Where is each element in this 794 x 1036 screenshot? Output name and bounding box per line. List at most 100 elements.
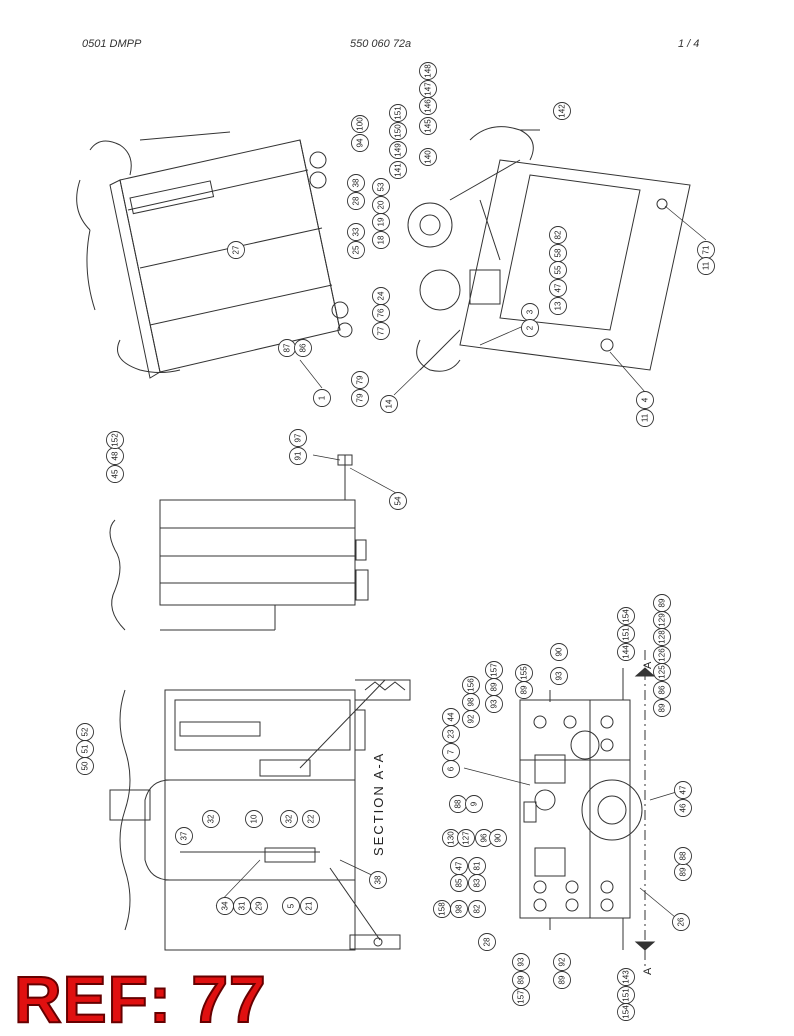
cut-marker-bottom: A <box>642 967 654 975</box>
balloon-port-27-label: 127 <box>462 831 471 845</box>
balloon-port-49-circle <box>617 986 635 1004</box>
balloon-iso-10-circle <box>351 371 369 389</box>
balloon-iso-1-label: 100 <box>356 117 365 131</box>
balloon-port-50-circle <box>617 968 635 986</box>
balloon-port-42-label: 28 <box>483 937 492 946</box>
balloon-port-39-label: 89 <box>679 867 688 876</box>
balloon-port-6-circle <box>462 676 480 694</box>
balloon-port-9-circle <box>485 661 503 679</box>
balloon-port-40-circle <box>674 847 692 865</box>
balloon-port-9-label: 157 <box>490 663 499 677</box>
balloon-port-48-label: 154 <box>622 1005 631 1019</box>
balloon-port-36-label: 158 <box>438 902 447 916</box>
balloon-port-19-label: 125 <box>658 665 667 679</box>
balloon-port-18-circle <box>653 681 671 699</box>
balloon-iso-26-circle <box>372 322 390 340</box>
balloon-port-35-label: 83 <box>473 878 482 887</box>
balloon-iso-23-circle <box>372 213 390 231</box>
balloon-port-34-label: 81 <box>473 861 482 870</box>
balloon-port-3-label: 44 <box>447 712 456 721</box>
balloon-iso-17-label: 149 <box>394 143 403 157</box>
balloon-port-13-label: 90 <box>555 647 564 656</box>
balloon-iso-35-label: 3 <box>526 309 535 314</box>
balloon-iso-7-label: 87 <box>283 343 292 352</box>
balloon-port-30-circle <box>674 799 692 817</box>
balloon-side-2-label: 152 <box>111 433 120 447</box>
balloon-side-0-circle <box>106 465 124 483</box>
balloon-iso-30-circle <box>549 226 567 244</box>
balloon-port-27-circle <box>457 829 475 847</box>
balloon-iso-21-label: 53 <box>377 182 386 191</box>
balloon-port-25-label: 9 <box>470 801 479 806</box>
balloon-iso-16-label: 141 <box>394 163 403 177</box>
balloon-section-4-label: 32 <box>207 814 216 823</box>
balloon-section-13-circle <box>369 871 387 889</box>
balloon-section-6-label: 32 <box>285 814 294 823</box>
balloon-port-28-label: 96 <box>480 833 489 842</box>
balloon-port-41-circle <box>672 913 690 931</box>
balloon-iso-17-circle <box>389 141 407 159</box>
balloon-section-9-label: 31 <box>238 901 247 910</box>
balloon-iso-39-circle <box>636 391 654 409</box>
balloon-iso-31-label: 58 <box>554 248 563 257</box>
section-label: SECTION A-A <box>371 752 386 856</box>
balloon-port-8-label: 89 <box>490 682 499 691</box>
balloon-iso-29-circle <box>553 102 571 120</box>
balloon-iso-14-circle <box>419 80 437 98</box>
balloon-port-23-circle <box>653 594 671 612</box>
balloon-side-0-label: 45 <box>111 469 120 478</box>
balloon-section-0-label: 50 <box>81 761 90 770</box>
port-face-view <box>519 650 656 968</box>
balloon-iso-19-circle <box>389 104 407 122</box>
balloon-iso-9-label: 79 <box>356 393 365 402</box>
balloon-side-4-circle <box>289 429 307 447</box>
balloon-port-31-circle <box>674 781 692 799</box>
balloon-side-1-label: 48 <box>111 451 120 460</box>
balloon-iso-28-label: 14 <box>385 399 394 408</box>
balloon-iso-9-circle <box>351 389 369 407</box>
balloon-iso-19-label: 151 <box>394 106 403 120</box>
balloon-port-41-label: 26 <box>677 917 686 926</box>
balloon-port-2-label: 23 <box>447 729 456 738</box>
balloon-port-37-circle <box>450 900 468 918</box>
balloon-iso-8-label: 86 <box>299 343 308 352</box>
balloon-section-12-circle <box>300 897 318 915</box>
balloon-iso-20-label: 140 <box>424 150 433 164</box>
balloon-iso-39-label: 4 <box>641 397 650 402</box>
balloon-iso-40-circle <box>636 409 654 427</box>
balloon-port-50-label: 143 <box>622 970 631 984</box>
balloon-port-37-label: 98 <box>455 904 464 913</box>
balloon-iso-34-circle <box>549 297 567 315</box>
section-view <box>109 679 411 951</box>
balloon-section-1-label: 51 <box>81 744 90 753</box>
balloon-port-11-label: 155 <box>520 666 529 680</box>
balloon-port-16-label: 154 <box>622 609 631 623</box>
balloon-iso-36-label: 2 <box>526 325 535 330</box>
balloon-iso-3-label: 38 <box>352 178 361 187</box>
balloon-section-8-label: 34 <box>221 901 230 910</box>
balloon-iso-20-circle <box>419 148 437 166</box>
balloon-port-47-label: 92 <box>558 957 567 966</box>
balloon-section-7-circle <box>302 810 320 828</box>
balloon-iso-29-label: 142 <box>558 104 567 118</box>
balloon-section-11-label: 5 <box>287 903 296 908</box>
balloon-iso-28-circle <box>380 395 398 413</box>
balloon-iso-23-label: 19 <box>377 217 386 226</box>
balloon-port-46-circle <box>553 971 571 989</box>
isometric-view-right <box>407 126 691 372</box>
balloon-port-14-label: 144 <box>622 645 631 659</box>
balloon-port-38-circle <box>468 900 486 918</box>
balloon-iso-33-circle <box>549 279 567 297</box>
balloon-iso-18-circle <box>389 122 407 140</box>
balloon-port-44-label: 89 <box>517 975 526 984</box>
balloon-port-24-label: 88 <box>454 799 463 808</box>
balloon-iso-27-label: 76 <box>377 308 386 317</box>
balloon-iso-32-circle <box>549 261 567 279</box>
balloon-port-35-circle <box>468 874 486 892</box>
balloon-iso-22-label: 20 <box>377 200 386 209</box>
balloon-iso-8-circle <box>294 339 312 357</box>
balloon-port-21-label: 128 <box>658 630 667 644</box>
balloon-port-33-circle <box>450 857 468 875</box>
